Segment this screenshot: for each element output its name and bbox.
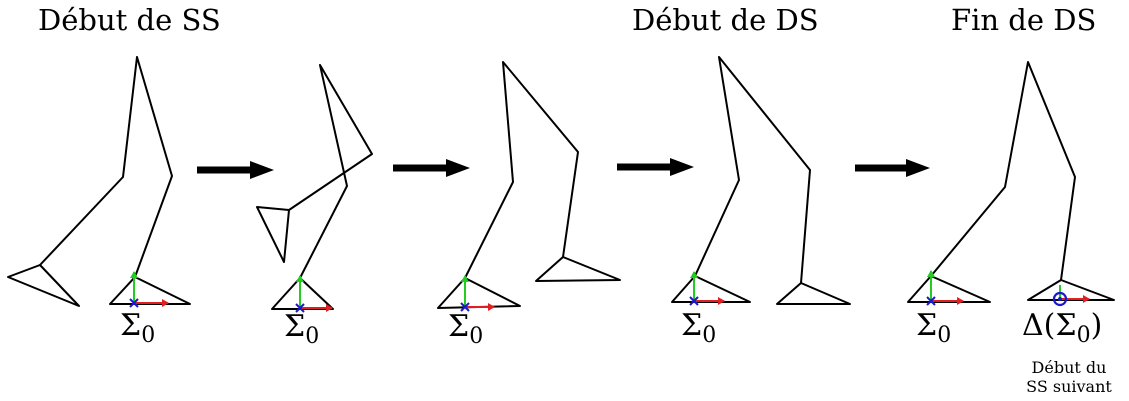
sigma0-label-1: Σ0 xyxy=(120,308,156,349)
arrow-right-icon xyxy=(855,159,930,177)
note-line-2: SS suivant xyxy=(1026,377,1112,396)
stance-foot-1 xyxy=(109,276,191,305)
frame-axes-icon xyxy=(689,271,725,306)
title-fin-ds: Fin de DS xyxy=(951,3,1097,37)
sigma0-label-2: Σ0 xyxy=(284,309,320,350)
swing-foot-3 xyxy=(535,256,621,282)
robot-pose-2 xyxy=(256,64,373,310)
swing-foot-1 xyxy=(7,264,80,307)
stance-foot-5 xyxy=(907,275,991,303)
sigma0-label-5: Σ0 xyxy=(916,308,952,349)
robot-pose-4 xyxy=(671,56,851,305)
frame-axes-icon xyxy=(926,270,964,306)
leg-chain-5 xyxy=(930,61,1076,281)
leg-chain-4 xyxy=(694,56,811,284)
arrow-right-icon xyxy=(617,158,694,176)
leg-chain-3 xyxy=(464,61,579,279)
next-ss-note: Début du SS suivant xyxy=(1010,358,1128,396)
robot-pose-5 xyxy=(907,61,1115,303)
sigma0-label-4: Σ0 xyxy=(681,308,717,349)
swing-foot-2 xyxy=(256,206,290,263)
frame-axes-icon xyxy=(129,271,169,308)
arrow-right-icon xyxy=(393,159,470,177)
sigma0-label-3: Σ0 xyxy=(448,309,484,350)
robot-pose-3 xyxy=(437,61,621,309)
frame-axes-icon xyxy=(295,275,333,313)
next-foot-5 xyxy=(1027,279,1115,301)
robot-pose-1 xyxy=(7,56,191,307)
note-line-1: Début du xyxy=(1031,358,1107,377)
leg-chain-1 xyxy=(39,56,173,278)
swing-foot-4 xyxy=(776,282,851,305)
title-debut-ds: Début de DS xyxy=(632,3,819,37)
leg-chain-2 xyxy=(288,64,373,279)
circled-origin-icon xyxy=(1052,285,1090,307)
frame-axes-icon xyxy=(460,275,495,312)
delta-sigma0-label: Δ(Σ0) xyxy=(1022,308,1103,349)
stance-foot-3 xyxy=(437,277,521,309)
arrow-right-icon xyxy=(197,161,274,179)
stance-foot-4 xyxy=(671,275,751,303)
title-debut-ss: Début de SS xyxy=(38,3,221,37)
